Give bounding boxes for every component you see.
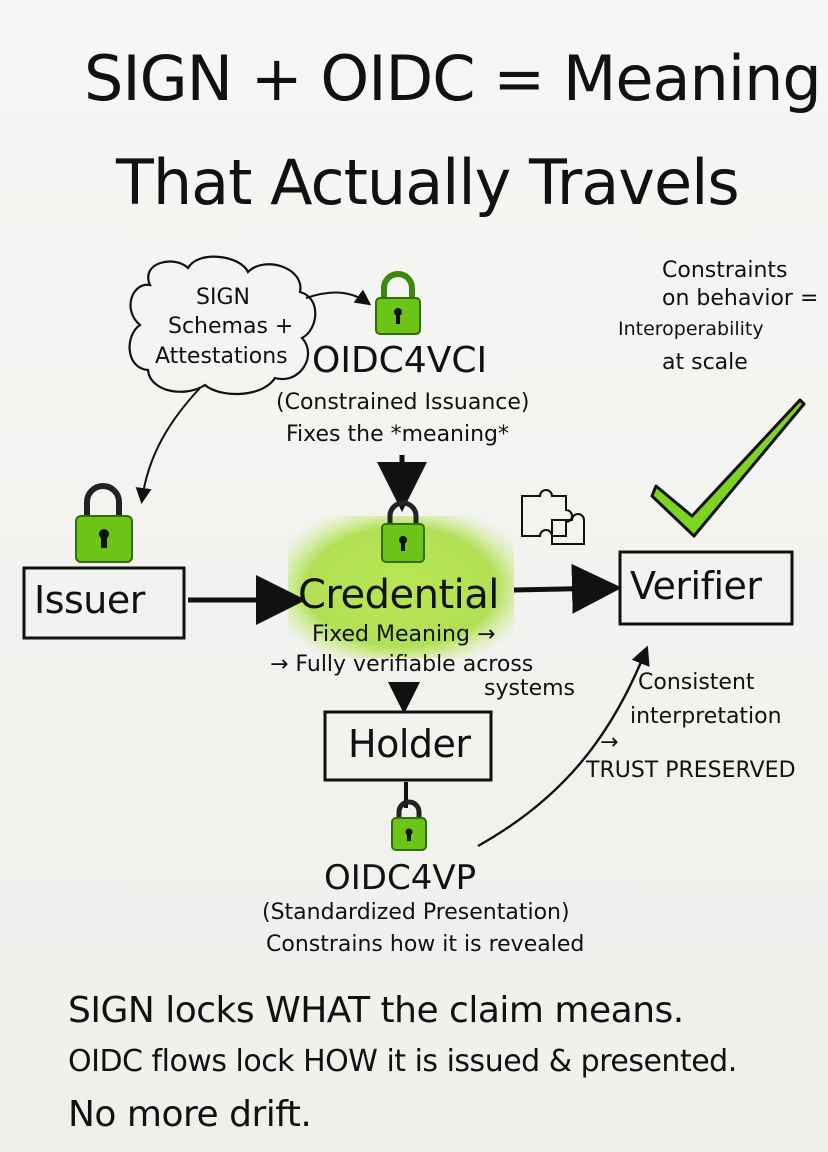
cloud-schemas-label: Schemas + [168,314,294,339]
lock-icon [375,271,421,335]
issuer-box [22,566,186,640]
title-line-1: SIGN + OIDC = Meaning [84,42,822,115]
systems-note: systems [484,676,575,701]
oidc4vci-label: OIDC4VCI [312,340,488,381]
constraints-line-3: Interoperability [618,318,764,340]
lock-icon [75,483,133,563]
footer-line-3: No more drift. [68,1094,312,1135]
credential-to-verifier-arrow [513,563,622,614]
verifiable-note: → Fully verifiable across [270,652,534,677]
cloud-sign-label: SIGN [196,285,250,310]
cloud-shape [128,255,317,396]
verifier-box [618,550,794,626]
puzzle-icon [521,489,585,545]
issuer-label: Issuer [34,578,145,622]
footer-line-1: SIGN locks WHAT the claim means. [68,990,684,1031]
oidc4vp-subtitle: (Standardized Presentation) [262,900,570,925]
title-line-2: That Actually Travels [116,146,740,219]
holder-label: Holder [348,722,471,766]
constraints-line-2: on behavior = [662,286,819,311]
verifier-label: Verifier [630,564,762,608]
vp-to-verifier-arrow [477,645,650,848]
lock-icon [391,799,427,851]
credential-highlight [288,516,514,658]
interpretation-note: interpretation [630,704,782,729]
constraints-line-1: Constraints [662,258,788,283]
constraints-line-4: at scale [662,350,748,375]
trust-preserved-note: TRUST PRESERVED [586,758,796,783]
fixed-meaning-note: Fixed Meaning → [312,622,496,647]
trust-arrow: → [600,730,619,755]
cloud-to-issuer-arrow [135,387,201,504]
oidc4vci-subtitle: (Constrained Issuance) [276,390,530,415]
oidc4vp-label: OIDC4VP [324,858,477,898]
holder-box [323,710,493,782]
consistent-note: Consistent [638,670,755,695]
credential-label: Credential [298,572,499,618]
cloud-attestations-label: Attestations [155,344,288,369]
lock-icon [381,500,425,563]
footer-line-2: OIDC flows lock HOW it is issued & prese… [68,1044,737,1079]
checkmark-icon [650,398,806,538]
oidc4vp-description: Constrains how it is revealed [266,932,585,957]
oidc4vci-description: Fixes the *meaning* [286,422,510,447]
cloud-to-lock-arrow [305,289,372,306]
